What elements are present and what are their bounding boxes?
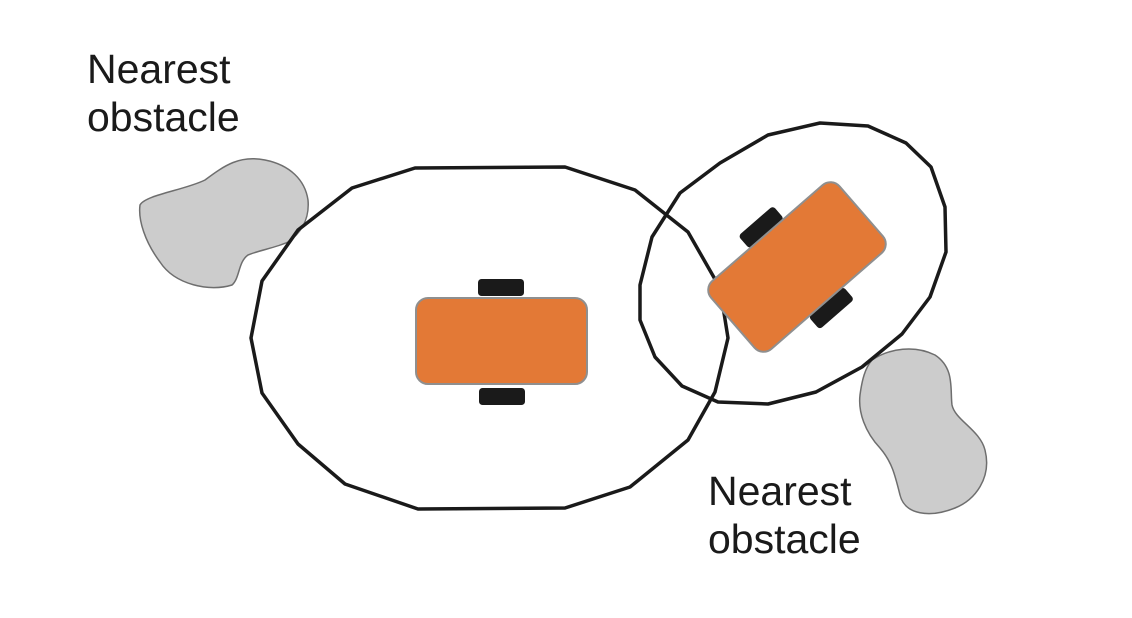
left-robot-body xyxy=(415,297,588,385)
left-obstacle-label-line1: Nearest xyxy=(87,46,231,92)
right-robot-bottom-wheel xyxy=(809,287,853,329)
right-obstacle-label-line2: obstacle xyxy=(708,516,861,562)
right-obstacle-label-line1: Nearest xyxy=(708,468,852,514)
left-obstacle xyxy=(138,158,309,289)
right-robot-boundary xyxy=(638,121,948,406)
left-robot-boundary xyxy=(249,165,730,511)
right-obstacle xyxy=(858,348,988,515)
left-robot-bottom-wheel xyxy=(479,388,525,405)
right-obstacle-label: Nearest obstacle xyxy=(708,468,863,562)
left-robot xyxy=(415,279,588,405)
right-robot xyxy=(707,181,887,353)
right-robot-body xyxy=(707,181,887,353)
left-robot-top-wheel xyxy=(478,279,524,296)
left-obstacle-label: Nearest obstacle xyxy=(87,46,242,140)
right-robot-top-wheel xyxy=(739,207,783,248)
left-obstacle-label-line2: obstacle xyxy=(87,94,240,140)
